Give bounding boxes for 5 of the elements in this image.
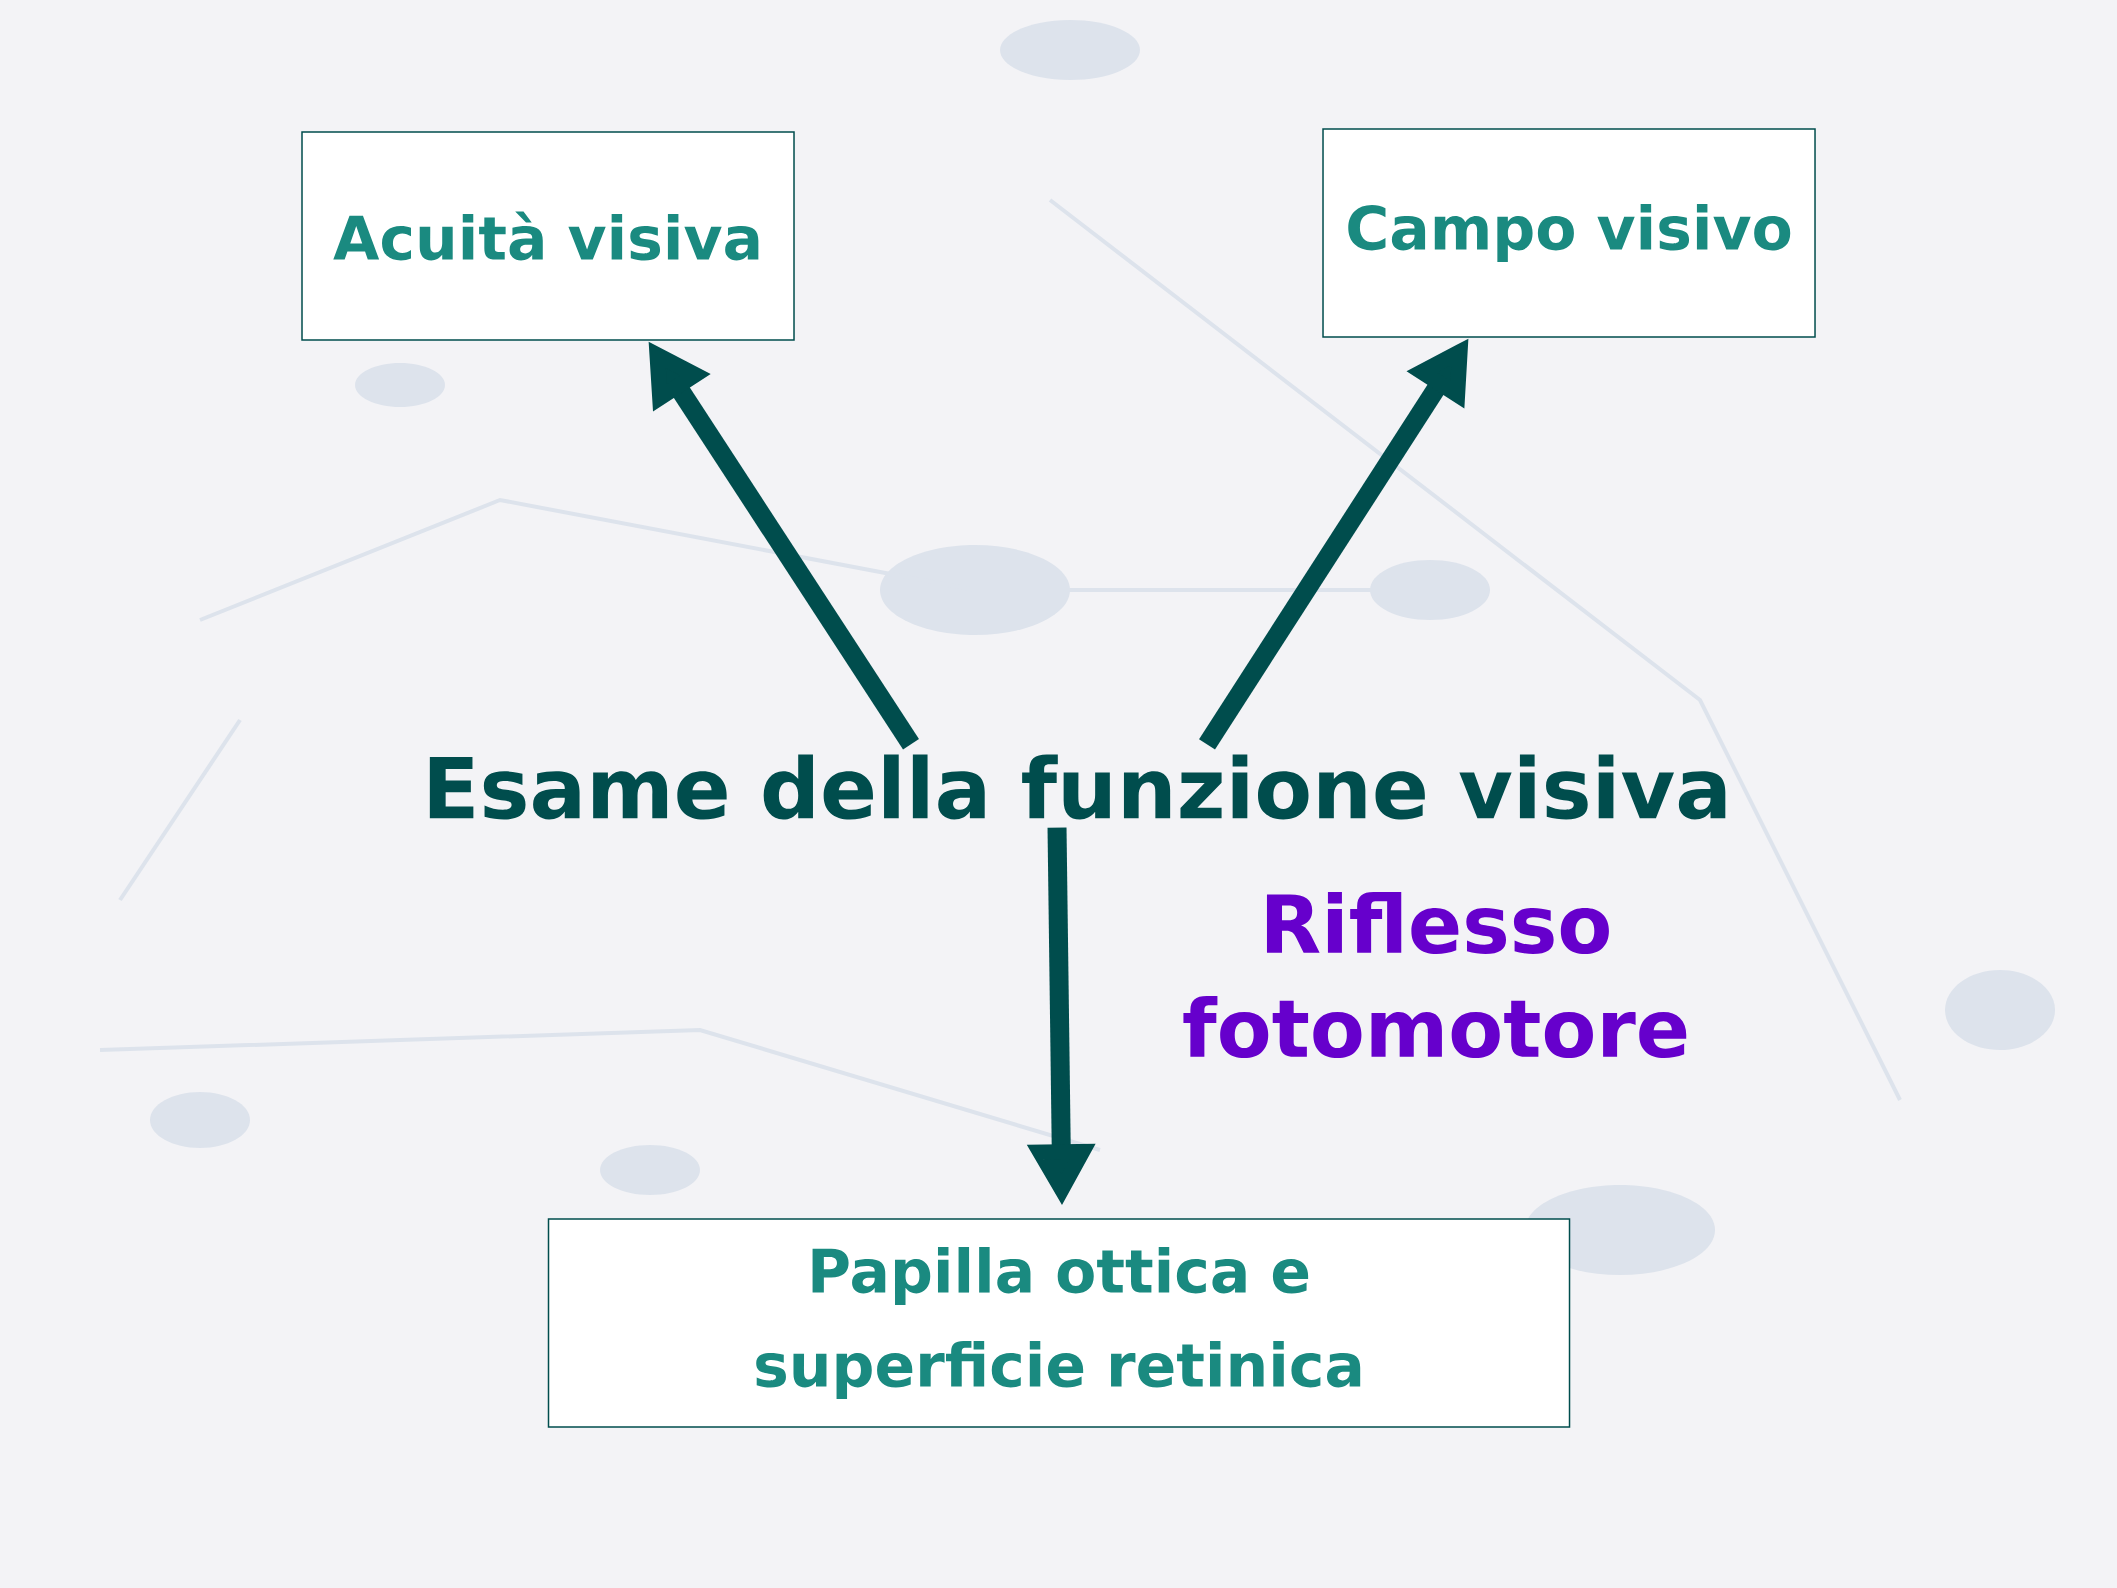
text-box: Acuità visiva <box>301 131 795 341</box>
heading-text: Esame della funzione visiva <box>429 754 1726 820</box>
text-box: Papilla ottica e superficie retinica <box>547 1218 1571 1428</box>
edge-label: Riflesso fotomotore <box>1183 892 1687 1058</box>
text-box: Campo visivo <box>1322 128 1816 338</box>
